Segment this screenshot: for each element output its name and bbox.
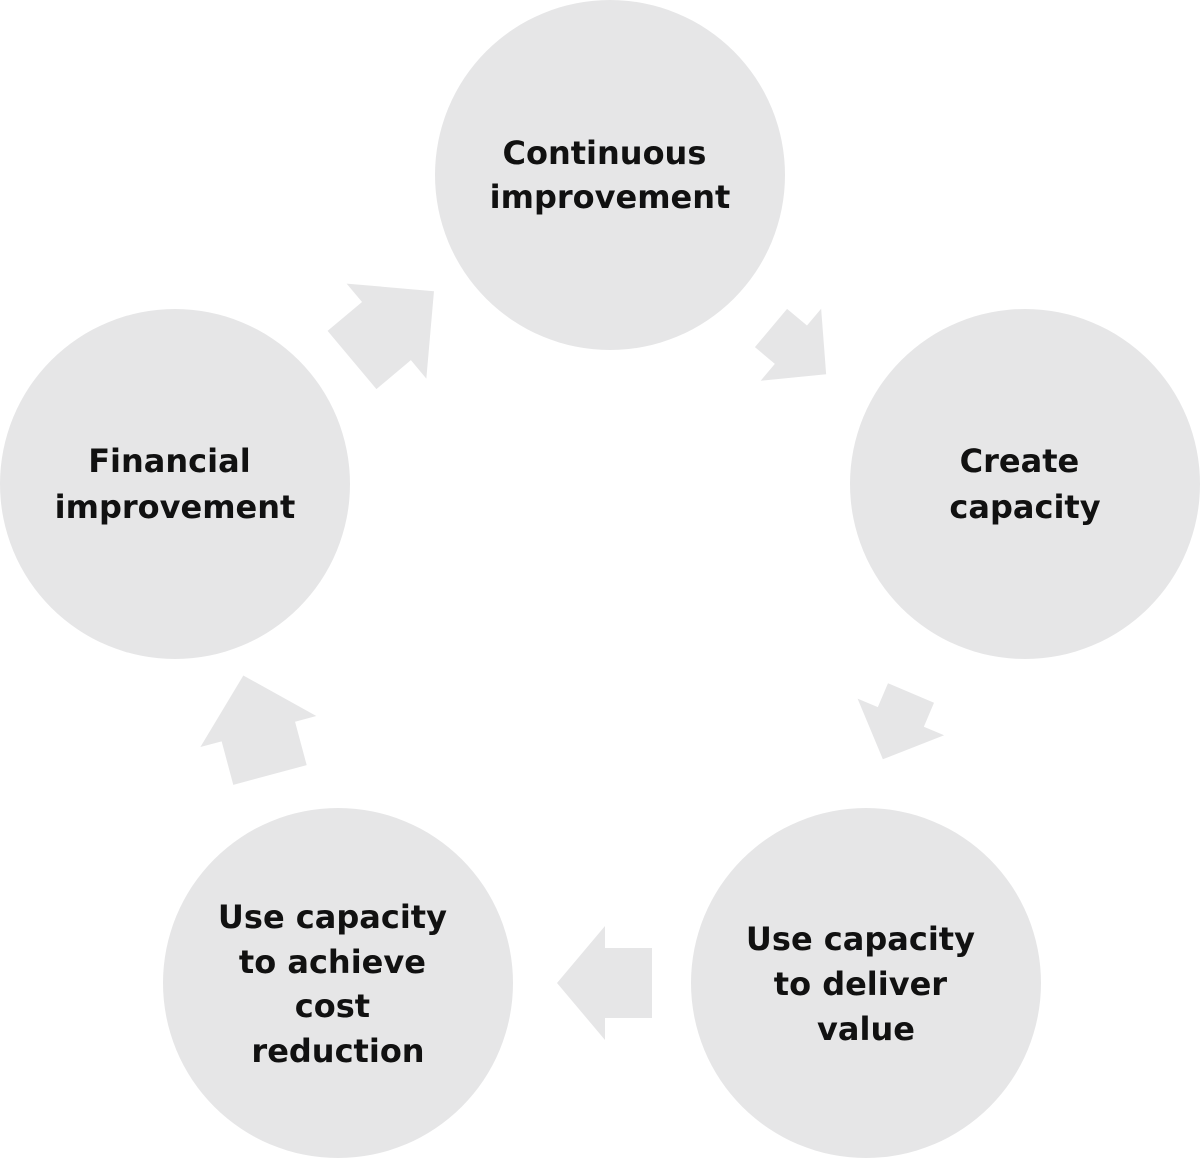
arrow-create-to-deliver-icon bbox=[857, 683, 945, 760]
label-line: Use capacity bbox=[746, 920, 975, 958]
label-create-capacity: Create capacity bbox=[949, 442, 1100, 526]
label-line: Create bbox=[960, 442, 1080, 480]
label-line: value bbox=[817, 1010, 915, 1048]
label-line: to achieve bbox=[239, 943, 426, 981]
label-line: Financial bbox=[88, 442, 250, 480]
label-line: improvement bbox=[490, 178, 731, 216]
label-line: Continuous bbox=[502, 134, 706, 172]
label-line: to deliver bbox=[774, 965, 948, 1003]
node-financial-improvement bbox=[0, 309, 350, 659]
label-continuous-improvement: Continuous improvement bbox=[490, 134, 731, 216]
cycle-labels: Continuous improvement Create capacity U… bbox=[55, 134, 1101, 1070]
label-line: cost bbox=[295, 987, 370, 1025]
label-deliver-value: Use capacity to deliver value bbox=[746, 920, 986, 1048]
label-cost-reduction: Use capacity to achieve cost reduction bbox=[218, 898, 458, 1070]
label-line: capacity bbox=[949, 488, 1100, 526]
arrow-continuous-to-create-icon bbox=[754, 308, 827, 381]
arrow-deliver-to-cost-icon bbox=[557, 926, 652, 1040]
arrow-financial-to-continuous-icon bbox=[327, 283, 434, 390]
label-line: Use capacity bbox=[218, 898, 447, 936]
node-deliver-value bbox=[691, 808, 1041, 1158]
node-continuous-improvement bbox=[435, 0, 785, 350]
label-line: reduction bbox=[251, 1032, 424, 1070]
label-financial-improvement: Financial improvement bbox=[55, 442, 296, 526]
node-create-capacity bbox=[850, 309, 1200, 659]
arrow-cost-to-financial-icon bbox=[200, 675, 317, 785]
node-cost-reduction bbox=[163, 808, 513, 1158]
flow-arrows bbox=[200, 283, 945, 1040]
label-line: improvement bbox=[55, 488, 296, 526]
